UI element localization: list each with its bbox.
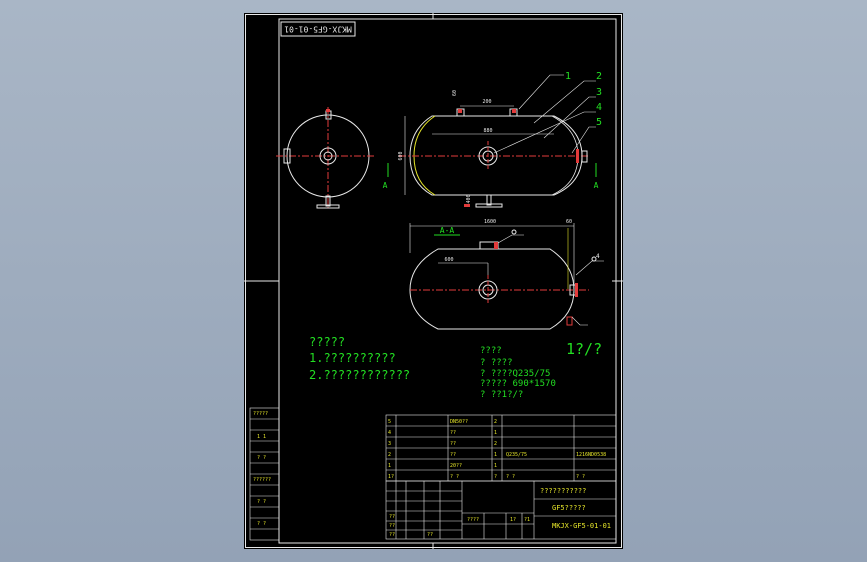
dim-section-offset: 60 [566, 219, 572, 225]
bom-cell-name: DN50?? [450, 419, 468, 425]
dim-base-offset: 400 [466, 194, 472, 203]
notes-line-2: 2.???????????? [309, 368, 410, 382]
title-mid-2: 1? [510, 517, 516, 523]
drawing-sheet: MKJX-GF5-01-01 200 880 [244, 13, 623, 549]
bom-cell-name: ?? [450, 452, 456, 458]
notes-title: ????? [309, 335, 345, 349]
side-table-3: ? ? [257, 455, 266, 461]
bom-cell-qty: 1 [494, 463, 497, 469]
section-mark-left: A [383, 181, 388, 190]
section-view: 1600 60 600 A-A 4 [409, 219, 604, 330]
title-small-4: ?? [427, 532, 433, 538]
title-name: ??????????? [540, 487, 586, 495]
bom-cell-num: 1? [388, 474, 394, 480]
title-block [385, 480, 617, 540]
balloon-3: 3 [596, 87, 602, 98]
bom-table [385, 414, 617, 482]
bom-cell-num: 3 [388, 441, 391, 447]
title-mid-1: ???? [467, 517, 479, 523]
side-table-2: 1 1 [257, 434, 266, 440]
code-stamp-text: MKJX-GF5-01-01 [284, 25, 352, 34]
specs-line-2: ? ????Q235/75 [480, 369, 550, 379]
side-table-6: ? ? [257, 521, 266, 527]
dim-section-left: 600 [444, 257, 453, 263]
bom-cell-qty: 1 [494, 452, 497, 458]
cad-drawing: MKJX-GF5-01-01 200 880 [244, 13, 623, 549]
title-small-3: ?? [389, 532, 395, 538]
balloon-4: 4 [596, 102, 602, 113]
section-mark-right: A [594, 181, 599, 190]
side-table-5: ? ? [257, 499, 266, 505]
title-mid-3: ?1 [524, 517, 530, 523]
section-view-title: A-A [440, 226, 455, 235]
bom-cell-name: ? ? [450, 474, 459, 480]
bom-cell-name: ?? [450, 441, 456, 447]
bom-cell-name: ?? [450, 430, 456, 436]
balloon-2: 2 [596, 71, 602, 82]
title-code: MKJX-GF5-01-01 [552, 522, 611, 530]
outer-frame [245, 14, 622, 548]
specs-line-4: ? ??1?/? [480, 390, 523, 400]
specs-title: ???? [480, 346, 502, 356]
side-table [249, 407, 280, 541]
inner-frame [278, 18, 617, 544]
scale-label: 1?/? [566, 340, 602, 358]
bom-cell-qty: 2 [494, 441, 497, 447]
specs-line-3: ????? 690*1570 [480, 379, 556, 389]
bom-cell-num: 2 [388, 452, 391, 458]
dim-diameter: 600 [398, 151, 404, 160]
notes-line-1: 1.?????????? [309, 351, 396, 365]
dim-top-width: 200 [482, 99, 491, 105]
bom-cell-rem: 1216ND0538 [576, 452, 606, 458]
dim-section-length: 1600 [484, 219, 496, 225]
bom-cell-num: 4 [388, 430, 391, 436]
bom-cell-name: 20?? [450, 463, 462, 469]
side-table-1: ????? [253, 411, 268, 417]
front-view: 200 880 600 60 400 A A [383, 74, 599, 208]
bom-cell-num: 1 [388, 463, 391, 469]
bom-cell-num: 5 [388, 419, 391, 425]
bom-cell-qty: 2 [494, 419, 497, 425]
code-stamp: MKJX-GF5-01-01 [280, 21, 356, 37]
balloon-5: 5 [596, 117, 602, 128]
bom-cell-mat: Q235/75 [506, 452, 527, 458]
side-table-4: ?????? [253, 477, 271, 483]
dim-body-length: 880 [483, 128, 492, 134]
dim-nozzle-height: 60 [452, 90, 458, 96]
title-model: GF5????? [552, 504, 586, 512]
bom-cell-qty: ? [494, 474, 497, 480]
title-small-1: ?? [389, 514, 395, 520]
bom-cell-qty: 1 [494, 430, 497, 436]
title-small-2: ?? [389, 523, 395, 529]
balloon-1: 1 [565, 71, 571, 82]
bom-cell-rem: ? ? [576, 474, 585, 480]
end-view [276, 107, 376, 209]
bom-cell-mat: ? ? [506, 474, 515, 480]
weld-symbol-4: 4 [596, 253, 600, 260]
specs-line-1: ? ???? [480, 358, 513, 368]
